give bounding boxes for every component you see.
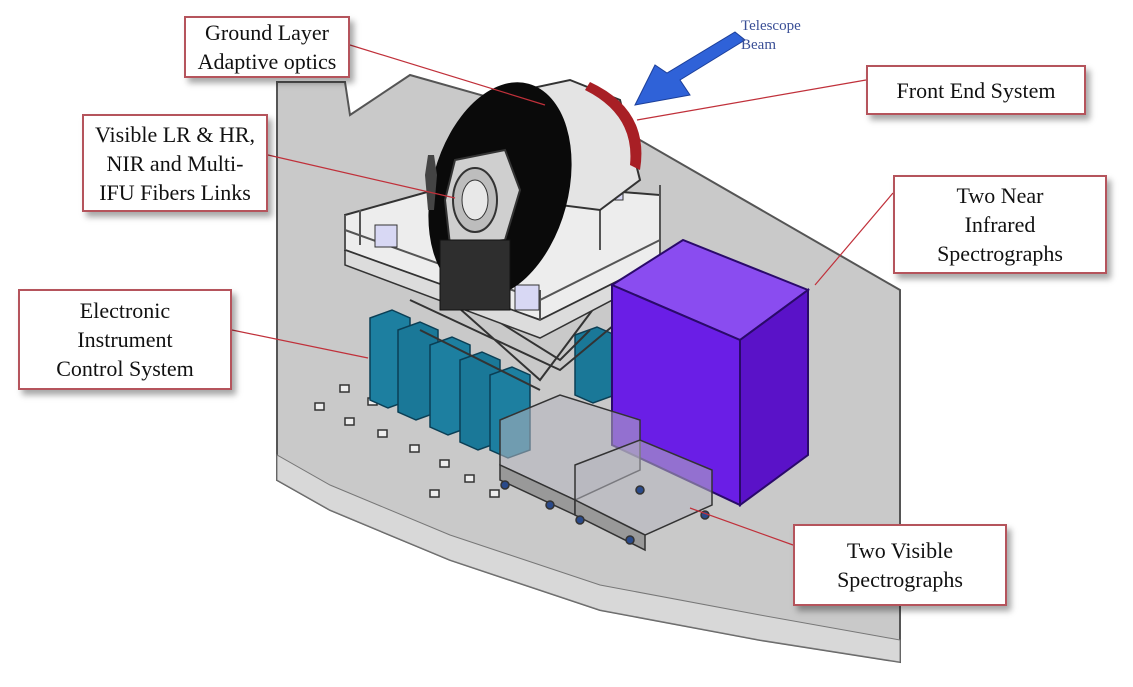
label-text: Two Near Infrared Spectrographs: [937, 183, 1063, 266]
label-ground-layer-ao: Ground Layer Adaptive optics: [184, 16, 350, 78]
floor-pads: [314, 384, 500, 498]
floor-edge-band: [276, 454, 901, 663]
label-text: Visible LR & HR, NIR and Multi- IFU Fibe…: [94, 121, 255, 205]
support-truss: [409, 299, 621, 391]
label-front-end-system: Front End System: [866, 65, 1086, 115]
label-text: Electronic Instrument Control System: [56, 298, 194, 381]
telescope-beam-arrow: [634, 31, 746, 106]
label-visible-spectrographs: Two Visible Spectrographs: [793, 524, 1007, 606]
electronic-cabinets: [369, 309, 616, 459]
label-electronic-control: Electronic Instrument Control System: [18, 289, 232, 390]
front-end-red-rim: [585, 82, 642, 170]
label-text: Front End System: [896, 77, 1056, 103]
label-nir-spectrographs: Two Near Infrared Spectrographs: [893, 175, 1107, 274]
person-figure: [425, 155, 437, 210]
platform-box: [514, 284, 540, 311]
platform-box: [374, 224, 398, 248]
telescope-beam-label: Telescope Beam: [741, 18, 801, 53]
leader-lines: [231, 44, 894, 546]
label-text: Two Visible Spectrographs: [837, 538, 963, 592]
fiber-column: [439, 239, 511, 311]
label-fiber-links: Visible LR & HR, NIR and Multi- IFU Fibe…: [82, 114, 268, 212]
label-text: Ground Layer Adaptive optics: [197, 20, 337, 74]
visible-spectrographs: [499, 394, 713, 552]
railings: [344, 185, 661, 320]
